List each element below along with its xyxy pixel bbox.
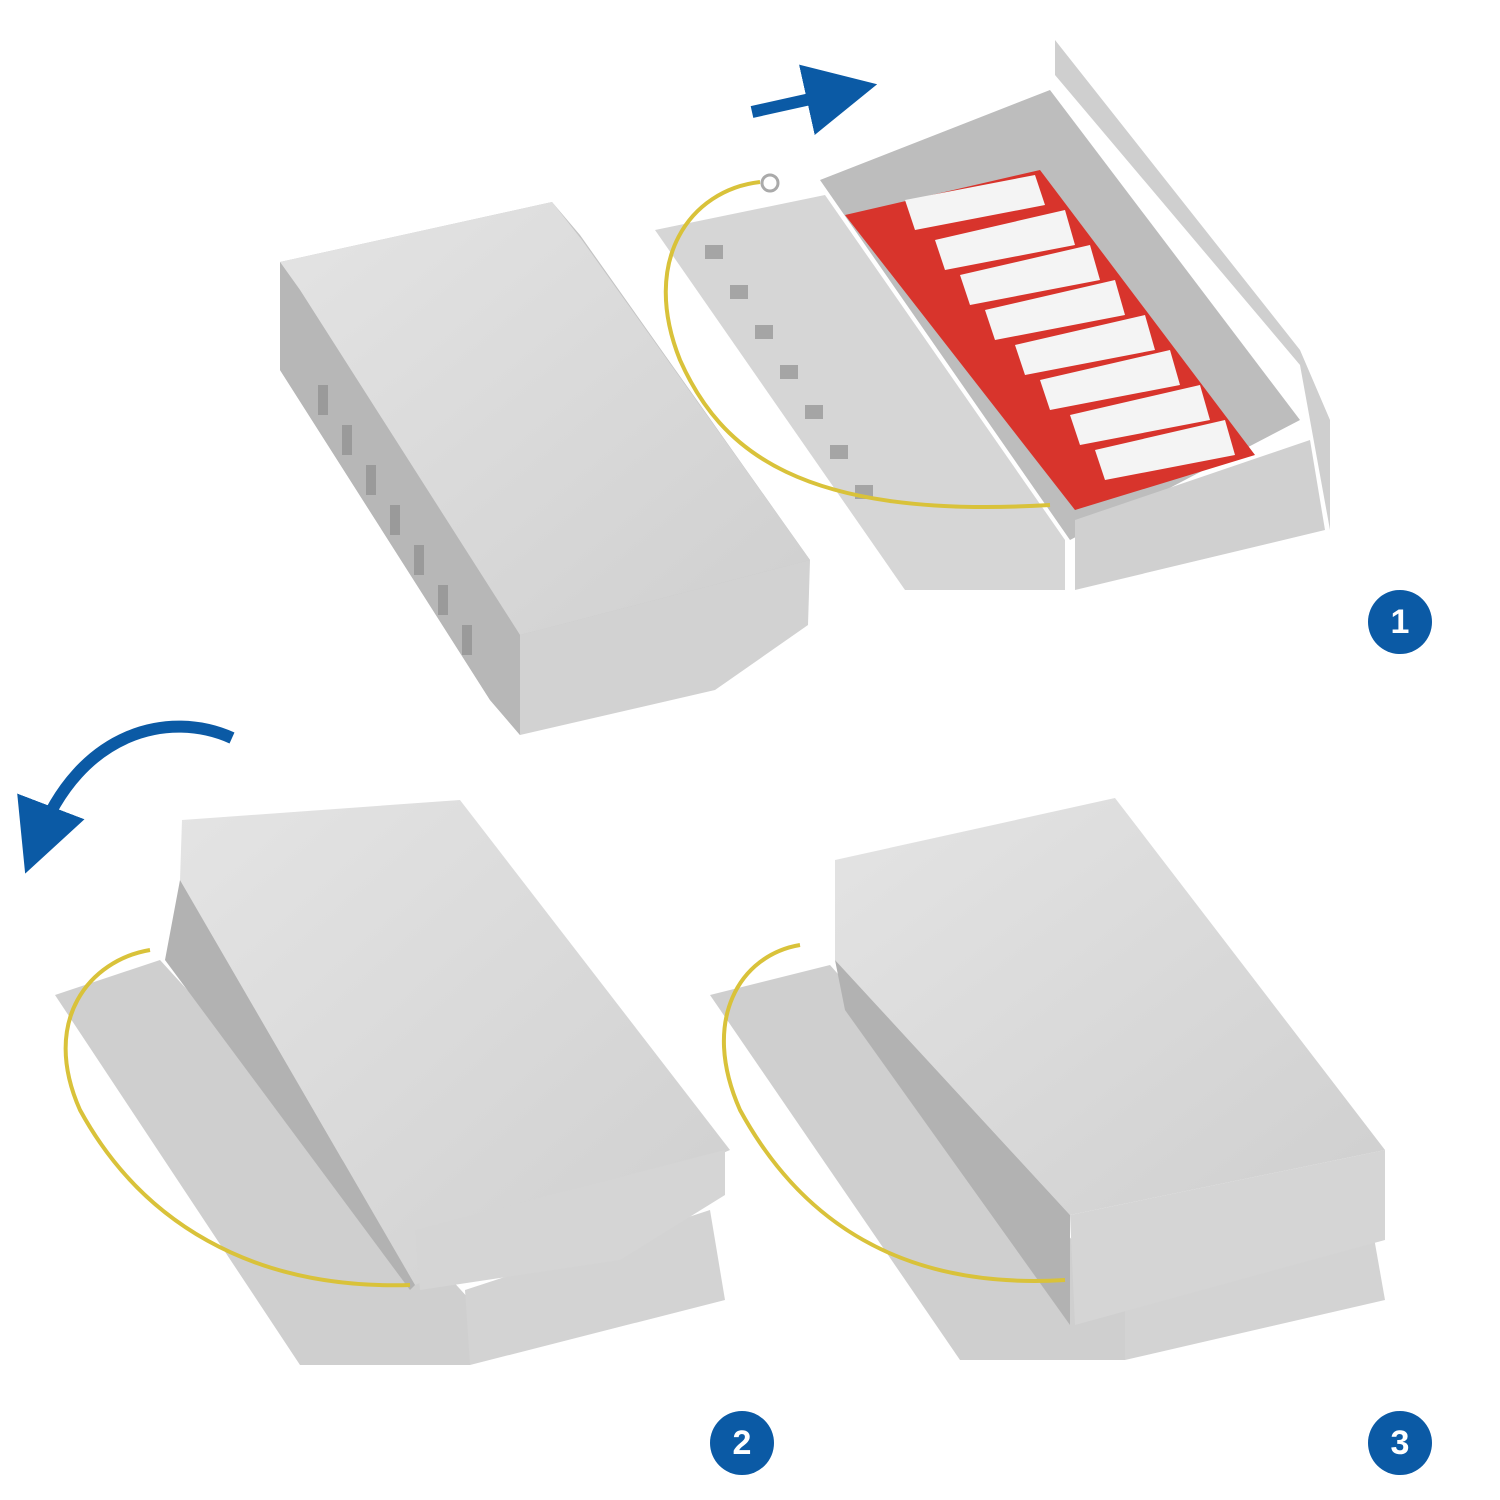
- step-badge-2: 2: [710, 1411, 774, 1475]
- keystone-modules: [905, 175, 1235, 480]
- rotate-arrow-icon: [17, 720, 235, 874]
- step-badge-3: 3: [1368, 1411, 1432, 1475]
- slide-arrow-icon: [750, 64, 878, 135]
- step-badge-1: 1: [1368, 590, 1432, 654]
- step2-assembly: [55, 800, 730, 1365]
- ground-wire: [663, 180, 1051, 510]
- step3-assembly: [710, 798, 1385, 1360]
- step1-cover: [280, 202, 810, 735]
- step1-open-base: [655, 40, 1330, 590]
